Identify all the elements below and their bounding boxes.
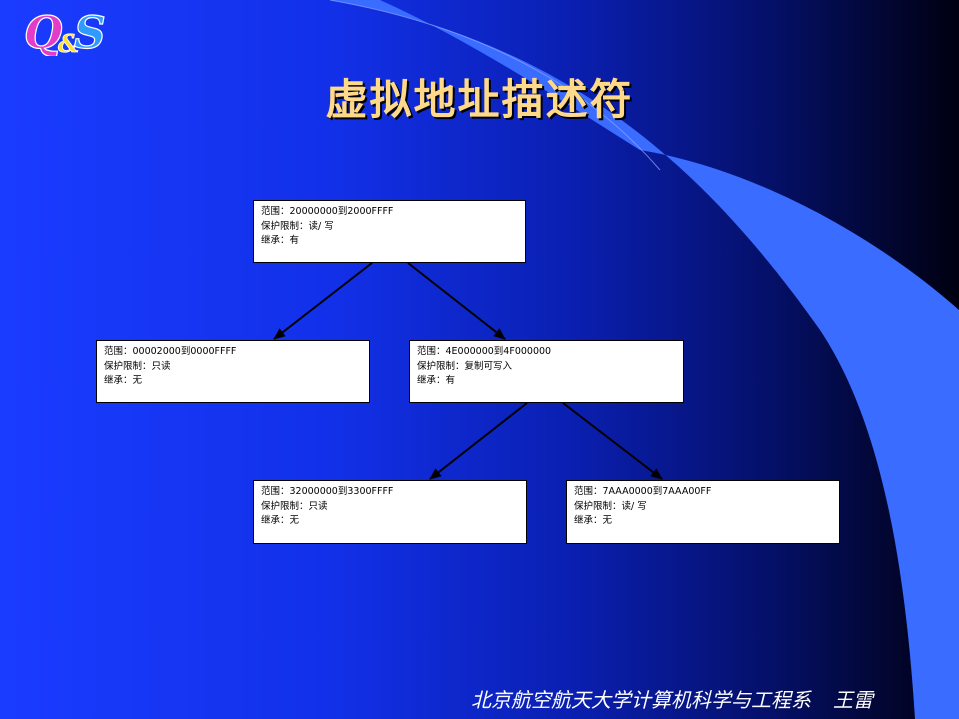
node-inherit: 继承：无: [574, 515, 613, 526]
node-protection: 保护限制：读/ 写: [574, 500, 647, 512]
node-protection: 保护限制：读/ 写: [261, 220, 334, 232]
vad-node-left: 范围：00002000到0000FFFF 保护限制：只读 继承：无: [96, 340, 370, 403]
node-range: 范围：32000000到3300FFFF: [261, 486, 394, 497]
node-inherit: 继承：无: [104, 375, 143, 386]
vad-node-right-left: 范围：32000000到3300FFFF 保护限制：只读 继承：无: [253, 480, 527, 544]
logo-letter-q: Q: [24, 8, 62, 56]
edge-root-to-right: [407, 262, 506, 340]
node-protection: 保护限制：只读: [261, 500, 328, 512]
node-range: 范围：00002000到0000FFFF: [104, 346, 237, 357]
vad-node-root: 范围：20000000到2000FFFF 保护限制：读/ 写 继承：有: [253, 200, 526, 263]
edge-root-to-left: [273, 262, 373, 340]
edge-right-to-rr: [562, 402, 663, 480]
footer-author: 王雷: [833, 688, 873, 712]
node-range: 范围：20000000到2000FFFF: [261, 206, 394, 217]
svg-text:&: &: [58, 29, 80, 56]
vad-node-right-right: 范围：7AAA0000到7AAA00FF 保护限制：读/ 写 继承：无: [566, 480, 840, 544]
vad-node-right: 范围：4E000000到4F000000 保护限制：复制可写入 继承：有: [409, 340, 684, 403]
node-inherit: 继承：有: [261, 235, 300, 246]
node-range: 范围：4E000000到4F000000: [417, 346, 552, 357]
node-range: 范围：7AAA0000到7AAA00FF: [574, 486, 712, 497]
slide-title: 虚拟地址描述符: [325, 75, 634, 124]
logo-letter-s: S: [74, 8, 106, 56]
node-inherit: 继承：无: [261, 515, 300, 526]
qs-logo: Q & S: [23, 7, 106, 56]
footer: 北京航空航天大学计算机科学与工程系王雷: [471, 684, 873, 713]
node-protection: 保护限制：复制可写入: [417, 360, 513, 372]
footer-organization: 北京航空航天大学计算机科学与工程系: [471, 688, 811, 712]
node-protection: 保护限制：只读: [104, 360, 171, 372]
node-inherit: 继承：有: [417, 375, 456, 386]
edge-right-to-rl: [429, 402, 528, 480]
